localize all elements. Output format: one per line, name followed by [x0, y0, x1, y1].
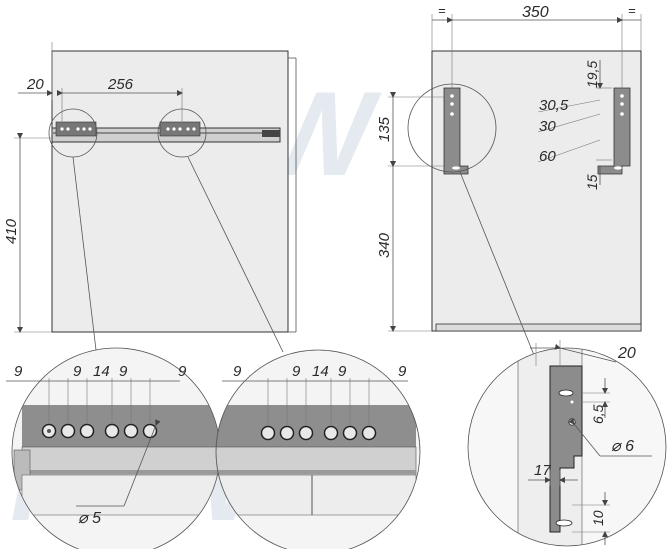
detail-middle-dim-4: 9 — [338, 363, 347, 380]
dim-19-5: 19,5 — [584, 61, 600, 88]
detail-right-dim-6-5: 6,5 — [590, 404, 606, 424]
detail-left-dim-2: 9 — [73, 363, 82, 380]
detail-left-dim-1: 9 — [14, 363, 23, 380]
dim-135: 135 — [376, 116, 393, 142]
detail-right: 20 6,5 ⌀ 6 17 10 — [467, 340, 667, 547]
dim-offset-20: 20 — [26, 76, 44, 93]
left-cabinet-view: 20 256 410 — [3, 42, 297, 353]
dim-equal-left: = — [438, 3, 446, 18]
dim-equal-right: = — [628, 3, 636, 18]
detail-middle: 9 9 14 9 9 — [215, 349, 421, 549]
dim-30-5: 30,5 — [539, 97, 569, 114]
dim-width-350: 350 — [522, 4, 549, 21]
dim-15: 15 — [584, 174, 600, 190]
dim-30: 30 — [539, 118, 556, 135]
right-cabinet-view: = 350 = 135 340 19,5 30,5 30 60 15 — [376, 3, 642, 366]
dim-340: 340 — [376, 232, 393, 258]
dim-height-410: 410 — [3, 218, 20, 244]
dim-60: 60 — [539, 148, 556, 165]
detail-middle-dim-2: 9 — [292, 363, 301, 380]
detail-middle-dim-3: 14 — [312, 363, 329, 380]
detail-right-diameter: ⌀ 6 — [611, 438, 634, 455]
detail-left-dim-5: 9 — [178, 363, 187, 380]
detail-left: 9 9 14 9 9 ⌀ 5 — [6, 347, 221, 549]
detail-right-dim-10: 10 — [590, 510, 606, 526]
detail-right-dim-17: 17 — [534, 462, 551, 479]
detail-left-dim-3: 14 — [93, 363, 110, 380]
dim-spacing-256: 256 — [107, 76, 134, 93]
detail-middle-dim-5: 9 — [398, 363, 407, 380]
detail-left-diameter: ⌀ 5 — [78, 510, 101, 527]
detail-left-dim-4: 9 — [119, 363, 128, 380]
detail-right-dim-20: 20 — [617, 345, 636, 362]
detail-middle-dim-1: 9 — [233, 363, 242, 380]
